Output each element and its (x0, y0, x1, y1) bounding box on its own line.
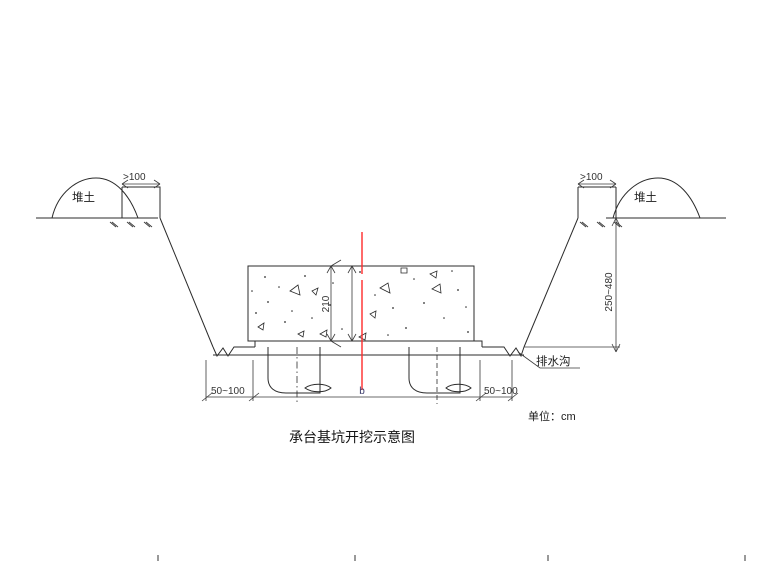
cap-height-dimension (326, 259, 342, 348)
ground-hatch-right (579, 221, 623, 228)
unit-note: 单位：cm (528, 409, 576, 423)
berm-box-right (577, 186, 617, 218)
soil-pile-left-label: 堆土 (72, 191, 95, 204)
offset-right-dimension-label: 50~100 (484, 386, 518, 397)
cap-height-dimension-label: 210 (321, 295, 332, 312)
soil-pile-right-label: 堆土 (634, 191, 657, 204)
concrete-speckle (251, 270, 469, 336)
pit-depth-dimension (524, 217, 621, 353)
berm-box-left (121, 186, 161, 218)
pit-depth-dimension-label: 250~480 (604, 272, 615, 312)
ground-hatch-left (109, 221, 153, 228)
berm-right-dimension-label: >100 (580, 172, 603, 183)
pile-cap-outline (247, 265, 475, 342)
excavation-slope-right (523, 217, 579, 348)
drain-ditch-leader (517, 351, 580, 369)
soil-pile-left (51, 177, 139, 219)
offset-left-dimension-label: 50~100 (211, 386, 245, 397)
pile-right (408, 347, 472, 404)
berm-dim-left (121, 179, 161, 189)
page-registration-marks (157, 555, 746, 561)
pit-bottom-profile (212, 340, 525, 358)
excavation-slope-left (159, 217, 214, 348)
soil-pile-right (612, 177, 701, 219)
pile-left (267, 347, 332, 404)
drawing-title: 承台基坑开挖示意图 (289, 429, 415, 445)
concrete-aggregate-symbols (257, 267, 442, 341)
bottom-dimension-line (201, 360, 519, 402)
cap-width-dimension-label: b (359, 386, 365, 397)
berm-left-dimension-label: >100 (123, 172, 146, 183)
drain-ditch-label: 排水沟 (536, 354, 571, 368)
cap-height-dimension-inner (347, 265, 357, 342)
berm-dim-right (577, 179, 617, 189)
